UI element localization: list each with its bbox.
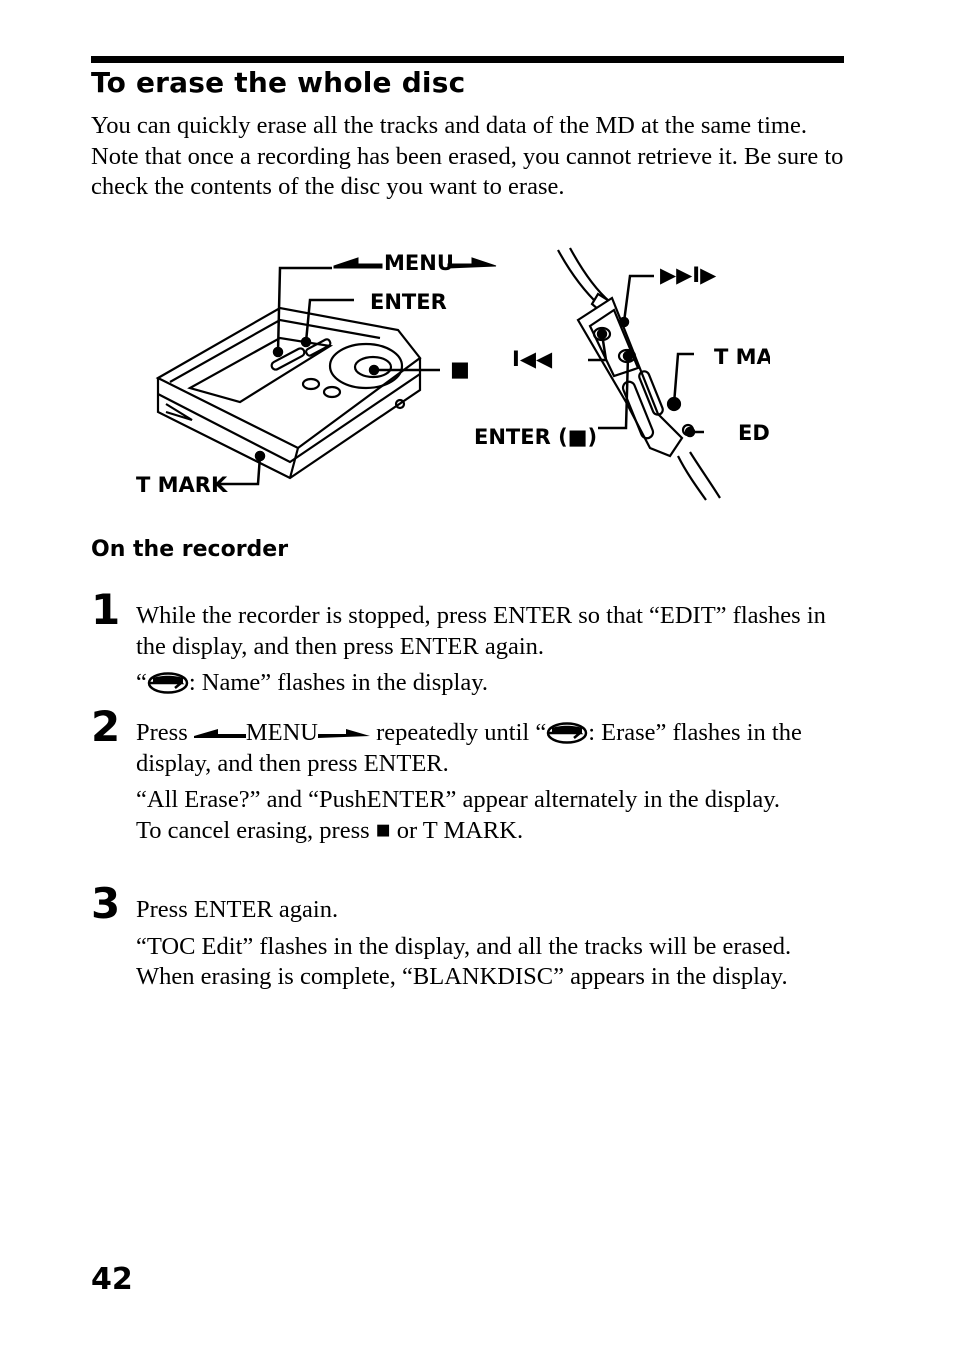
step-3-text: Press ENTER again. (136, 896, 339, 923)
disc-icon (546, 722, 588, 744)
menu-arrows (333, 257, 497, 269)
intro-text: You can quickly erase all the tracks and… (91, 111, 851, 203)
step-3: Press ENTER again. “TOC Edit” flashes in… (136, 895, 848, 993)
step-1-text: While the recorder is stopped, press ENT… (136, 602, 826, 660)
remote-leaders (588, 274, 704, 438)
label-next: ▶▶I▶ (660, 263, 717, 287)
label-prev: I◀◀ (512, 347, 553, 371)
step-2-part2: repeatedly until “ (370, 719, 547, 746)
label-edit: EDIT (738, 421, 770, 445)
label-t-mark-remote: T MARK (714, 345, 770, 369)
recorder-drawing (155, 306, 422, 480)
step-2-text: Press MENU repeatedly until “: Erase” fl… (136, 718, 848, 779)
subsection-title: On the recorder (91, 537, 289, 562)
step-2-sub-1: “All Erase?” and “PushENTER” appear alte… (136, 786, 781, 813)
top-rule (91, 56, 844, 63)
step-number-3: 3 (91, 879, 121, 928)
step-1: While the recorder is stopped, press ENT… (136, 601, 848, 699)
step-1-sub-rest: : Name” flashes in the display. (188, 669, 489, 696)
label-t-mark-recorder: T MARK (136, 473, 228, 497)
label-stop: ■ (450, 357, 470, 381)
step-number-2: 2 (91, 702, 121, 751)
right-arrow-icon (318, 729, 370, 739)
quote-open: “ (136, 669, 147, 696)
step-2-menu: MENU (245, 719, 318, 746)
recorder-leaders (218, 266, 440, 486)
step-3-sub-1: “TOC Edit” flashes in the display, and a… (136, 932, 792, 960)
intro-paragraph-1: You can quickly erase all the tracks and… (91, 112, 807, 139)
section-title: To erase the whole disc (91, 66, 466, 99)
label-enter-stop: ENTER (■) (474, 425, 597, 449)
step-number-1: 1 (91, 585, 121, 634)
step-1-sub: “ : Name” flashes in the display. (136, 668, 848, 699)
step-2: Press MENU repeatedly until “: Erase” fl… (136, 718, 848, 846)
disc-icon (147, 672, 189, 694)
page-number: 42 (91, 1262, 133, 1297)
step-2-part3: : Erase” flashes in the display, and the… (136, 719, 802, 777)
step-2-part1: Press (136, 719, 194, 746)
label-menu: MENU (384, 251, 454, 275)
left-arrow-icon (193, 729, 246, 739)
intro-paragraph-2: Note that once a recording has been eras… (91, 142, 844, 201)
step-3-sub-2: When erasing is complete, “BLANKDISC” ap… (136, 963, 788, 990)
step-2-sub-2: To cancel erasing, press ■ or T MARK. (136, 816, 524, 844)
device-illustration: MENU ENTER ■ T MARK ENTER (■) I◀◀ ▶▶I▶ T… (136, 247, 770, 501)
label-enter: ENTER (370, 290, 447, 314)
